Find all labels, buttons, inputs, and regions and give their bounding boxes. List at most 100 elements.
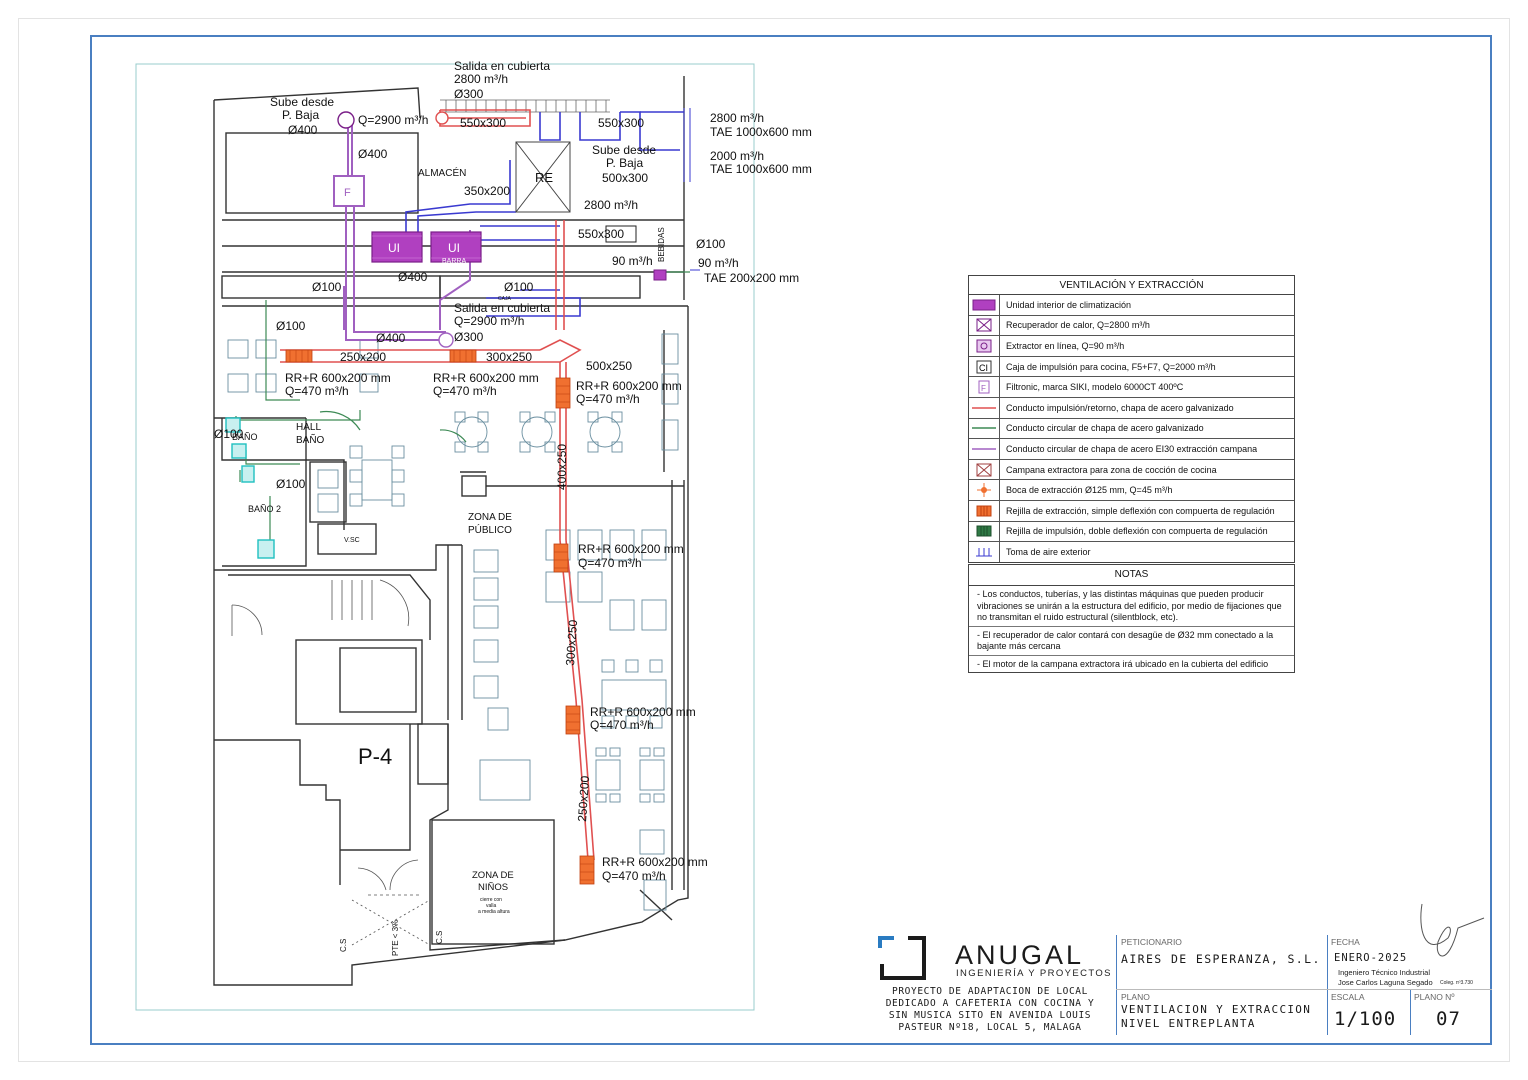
ann-rr-6: RR+R 600x200 mm — [602, 855, 708, 869]
legend-row: Conducto circular de chapa de acero EI30… — [969, 439, 1294, 460]
stair-label-p4: P-4 — [358, 744, 392, 769]
engineer-name: Jose Carlos Laguna Segado — [1338, 978, 1433, 987]
extraction-grilles — [285, 349, 595, 885]
label-vs: V.SC — [344, 537, 360, 544]
legend-row: Boca de extracción Ø125 mm, Q=45 m³/h — [969, 480, 1294, 501]
label-ui-1: UI — [388, 241, 400, 255]
label-ui-2: UI — [448, 241, 460, 255]
note-item: - Los conductos, tuberías, y las distint… — [969, 586, 1294, 627]
sheet-outer-border — [18, 18, 1510, 1062]
filter-icon: F — [969, 377, 1000, 397]
label-bebidas: BEBIDAS — [657, 227, 666, 262]
ann-d100-b: Ø100 — [504, 280, 534, 294]
ann-d300-b: Ø300 — [454, 330, 484, 344]
tb-divider-h — [1116, 989, 1492, 990]
legend-row: Recuperador de calor, Q=2800 m³/h — [969, 315, 1294, 337]
building-walls — [213, 76, 689, 986]
engineer-title: Ingeniero Técnico Industrial — [1338, 968, 1430, 977]
notes-box: NOTAS - Los conductos, tuberías, y las d… — [968, 564, 1295, 673]
legend-title: VENTILACIÓN Y EXTRACCIÓN — [969, 276, 1294, 295]
ann-rr-4-q: Q=470 m³/h — [578, 556, 642, 570]
indoor-units — [371, 231, 482, 263]
fecha-value: ENERO-2025 — [1334, 952, 1408, 964]
ci-box-icon: CI — [969, 356, 1000, 377]
project-line: DEDICADO A CAFETERIA CON COCINA Y — [885, 998, 1095, 1009]
legend-label: Rejilla de extracción, simple deflexión … — [1006, 505, 1275, 516]
plano-no-value: 07 — [1436, 1008, 1461, 1030]
project-line: PROYECTO DE ADAPTACION DE LOCAL — [892, 986, 1088, 997]
ann-rr-5: RR+R 600x200 mm — [590, 705, 696, 719]
room-label-bano-2: BAÑO 2 — [248, 504, 281, 514]
legend-label: Caja de impulsión para cocina, F5+F7, Q=… — [1006, 361, 1216, 372]
escala-value: 1/100 — [1334, 1008, 1397, 1030]
svg-text:CI: CI — [979, 363, 988, 373]
ann-d100-e: Ø100 — [276, 477, 306, 491]
label-pte: PTE < 3% — [391, 920, 400, 956]
air-intakes — [683, 108, 700, 271]
plano-value-2: NIVEL ENTREPLANTA — [1121, 1017, 1256, 1030]
extraction-fans — [337, 111, 667, 348]
ann-500x250: 500x250 — [586, 359, 632, 373]
note-item: - El recuperador de calor contará con de… — [969, 627, 1294, 656]
ann-salida-cubierta: Salida en cubierta — [454, 59, 550, 73]
heat-recovery-unit — [515, 141, 571, 213]
ann-550x300-c: 550x300 — [578, 227, 624, 241]
supply-return-ducts-red — [280, 109, 595, 861]
plano-label: PLANO — [1121, 992, 1150, 1002]
legend-row: Extractor en línea, Q=90 m³/h — [969, 336, 1294, 357]
grille-slats — [289, 350, 594, 881]
note-media-altura: a media altura — [478, 909, 510, 915]
legend-label: Conducto impulsión/retorno, chapa de ace… — [1006, 402, 1234, 413]
escala-label: ESCALA — [1331, 992, 1365, 1002]
room-label-hall-bano: BAÑO — [296, 433, 325, 446]
ann-400x250: 400x250 — [555, 444, 569, 490]
room-label-zona-ninos: ZONA DE — [472, 870, 514, 881]
legend-row: CI Caja de impulsión para cocina, F5+F7, … — [969, 356, 1294, 378]
ann-d400-4: Ø400 — [376, 331, 406, 345]
ann-d100-c: Ø100 — [276, 319, 306, 333]
violet-line-icon — [969, 439, 1000, 459]
note-cierre: cierre con — [480, 897, 502, 903]
ann-d400: Ø400 — [288, 123, 318, 137]
legend-label: Rejilla de impulsión, doble deflexión co… — [1006, 526, 1268, 537]
stairs — [231, 579, 431, 946]
label-f: F — [344, 187, 351, 199]
ann-d300: Ø300 — [454, 87, 484, 101]
red-line-icon — [969, 397, 1000, 418]
sheet-frame — [90, 35, 1492, 1045]
plano-value-1: VENTILACION Y EXTRACCION — [1121, 1003, 1312, 1016]
ann-300x250: 300x250 — [486, 350, 532, 364]
note-valla: valla — [486, 903, 497, 909]
peticionario-label: PETICIONARIO — [1121, 937, 1182, 947]
ann-rr-2-q: Q=470 m³/h — [433, 384, 497, 398]
bathroom-extraction-mouths — [225, 417, 275, 559]
legend-row: Toma de aire exterior — [969, 542, 1294, 562]
svg-text:F: F — [981, 384, 986, 393]
ann-q2800-re: 2800 m³/h — [584, 198, 638, 212]
ann-rr-5-q: Q=470 m³/h — [590, 718, 654, 732]
legend-label: Unidad interior de climatización — [1006, 299, 1132, 310]
ann-rr-6-q: Q=470 m³/h — [602, 869, 666, 883]
company-logo-icon — [878, 936, 926, 980]
project-description: PROYECTO DE ADAPTACION DE LOCAL DEDICADO… — [866, 986, 1114, 1034]
ann-q2900-mid: Q=2900 m³/h — [454, 314, 524, 328]
legend-row: Conducto circular de chapa de acero galv… — [969, 418, 1294, 440]
label-cs: C.S — [339, 939, 348, 952]
ann-tae-1000-b: TAE 1000x600 mm — [710, 162, 812, 176]
legend-label: Campana extractora para zona de cocción … — [1006, 464, 1217, 475]
room-label-almacen: ALMACÉN — [418, 166, 466, 179]
room-label-hall: HALL — [296, 422, 321, 433]
engineer-coleg: Coleg. nº3.730 — [1440, 980, 1473, 986]
peticionario-value: AIRES DE ESPERANZA, S.L. — [1121, 952, 1321, 966]
tb-divider — [1410, 990, 1411, 1035]
legend-label: Conducto circular de chapa de acero galv… — [1006, 423, 1204, 434]
legend-table: VENTILACIÓN Y EXTRACCIÓN Unidad interior… — [968, 275, 1295, 563]
note-item: - El motor de la campana extractora irá … — [977, 658, 1269, 669]
ann-q2800: 2800 m³/h — [454, 72, 508, 86]
label-barra: BARRA — [442, 258, 466, 265]
project-line: PASTEUR Nº18, LOCAL 5, MALAGA — [898, 1022, 1082, 1033]
ann-tae-2800: 2800 m³/h — [710, 111, 764, 125]
label-caja: CAJA — [498, 296, 511, 302]
ann-salida-cubierta-2: Salida en cubierta — [454, 301, 550, 315]
